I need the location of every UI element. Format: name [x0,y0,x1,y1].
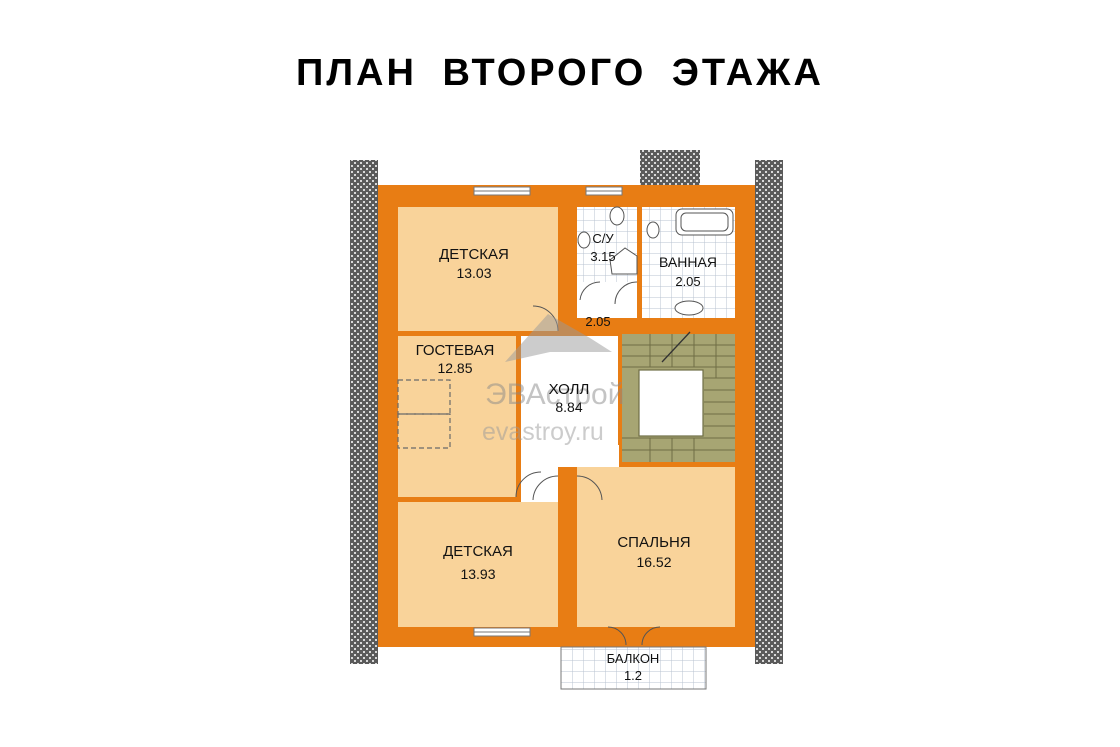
room-detskaya-top [398,207,558,331]
area-su: 3.15 [590,249,615,264]
watermark: ЭВАстрой evastroy.ru [482,314,624,446]
area-vannaya: 2.05 [675,274,700,289]
area-spalnya: 16.52 [636,554,671,570]
sink-icon [577,231,591,249]
label-vannaya: ВАННАЯ [659,254,717,270]
hall-lower-right [577,445,619,467]
house-logo-icon [505,314,612,362]
area-detskaya-bottom: 13.93 [460,566,495,582]
beds [397,379,451,449]
balcony [560,646,707,690]
stair-rail [638,369,704,437]
label-su: С/У [592,231,614,246]
svg-text:evastroy.ru: evastroy.ru [482,418,604,446]
windows [473,186,623,637]
double-sink-icon [674,300,704,316]
room-gostevaya [398,336,516,497]
label-balkon: БАЛКОН [607,651,660,666]
room-spalnya [577,467,735,627]
svg-text:ЭВАстрой: ЭВАстрой [485,378,624,411]
area-detskaya-top: 13.03 [456,265,491,281]
room-corridor [577,282,637,318]
hall-lower [521,445,558,502]
area-gostevaya: 12.85 [437,360,472,376]
shower-icon [609,247,638,275]
chimney [640,150,700,188]
page-title: ПЛАН ВТОРОГО ЭТАЖА [296,52,824,94]
room-detskaya-bottom [398,502,558,627]
label-spalnya: СПАЛЬНЯ [617,534,690,551]
stair-arrow [661,331,691,363]
label-gostevaya: ГОСТЕВАЯ [416,342,495,359]
stair-void [639,370,703,436]
toilet-icon [609,206,625,226]
label-detskaya-bottom: ДЕТСКАЯ [443,543,513,560]
roof-right [755,160,783,664]
toilet-icon-2 [646,221,660,239]
area-balkon: 1.2 [624,668,642,683]
label-detskaya-top: ДЕТСКАЯ [439,246,509,263]
area-corridor: 2.05 [585,314,610,329]
area-holl: 8.84 [555,399,582,415]
label-holl: ХОЛЛ [549,381,590,398]
roof-left [350,160,378,664]
fixtures [577,206,734,316]
